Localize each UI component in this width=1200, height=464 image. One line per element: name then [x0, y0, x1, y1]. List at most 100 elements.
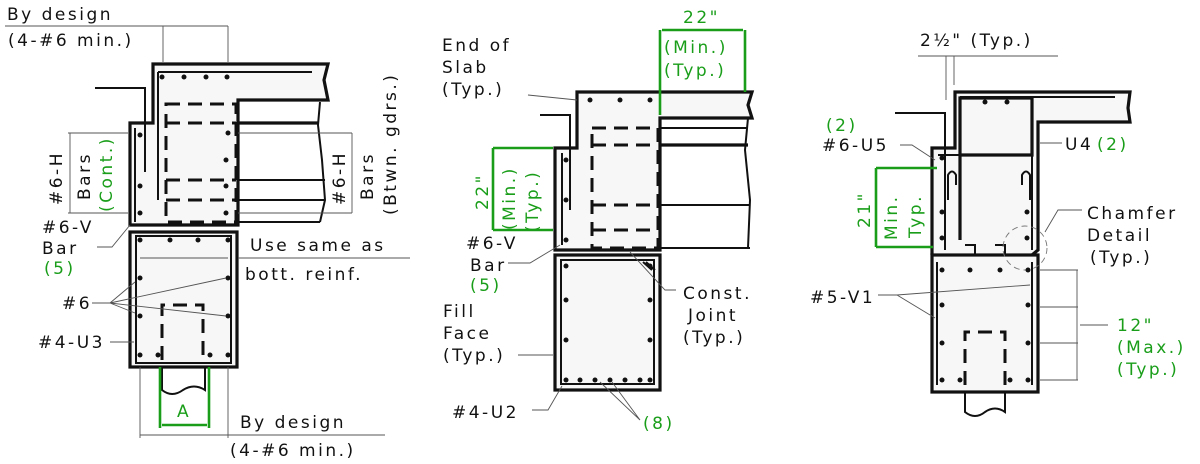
fill-face-label-3: (Typ.)	[443, 346, 505, 366]
bottom-dim-label: By design	[240, 413, 346, 433]
chamfer-label-3: (Typ.)	[1090, 248, 1152, 268]
dashed-girder-lines	[166, 121, 236, 202]
v1-bars	[936, 262, 1033, 385]
left-bars-dimension	[68, 132, 128, 214]
u2-stirrup	[560, 259, 655, 385]
dashed-girder-outline	[164, 102, 238, 224]
chamfer-label-2: Detail	[1087, 226, 1152, 246]
chamfer-label: Chamfer	[1087, 204, 1178, 224]
21in-min: Min.	[882, 194, 902, 240]
column-concrete	[130, 232, 237, 367]
right-bars-label: #6-H	[330, 151, 350, 205]
left-22in-dimension	[491, 146, 553, 232]
column-concrete	[555, 255, 660, 390]
spacing-dimension	[1040, 269, 1108, 381]
slab-end-label-2: Slab	[442, 58, 489, 78]
bottom-dimension	[139, 367, 385, 438]
top-dim-value: 22"	[683, 8, 720, 28]
slab-edge	[540, 114, 571, 210]
dashed-pile-outline	[160, 303, 205, 360]
u4-label: U4	[1065, 135, 1093, 155]
joint-label: Const.	[683, 284, 752, 304]
dim-a-label: A	[177, 402, 191, 422]
u2-label: #4-U2	[452, 403, 519, 423]
fill-face-label-2: Face	[443, 324, 491, 344]
v-bar-count: (5)	[470, 276, 502, 296]
left-dim-min: (Min.)	[500, 166, 520, 230]
pile	[161, 367, 206, 395]
left-bars-cont: (Cont.)	[97, 136, 117, 212]
u5-leader	[900, 144, 936, 161]
v-bar-leader	[97, 224, 131, 248]
chamfer-detail-circle	[1002, 225, 1048, 271]
bars-6-leader	[92, 277, 227, 317]
girder-break-line	[316, 101, 327, 223]
fill-face-label: Fill	[443, 302, 476, 322]
v-bar-label: #6-V	[466, 234, 518, 254]
u4-count: (2)	[1097, 135, 1129, 155]
top-dimension	[918, 55, 1058, 100]
bottom-dim-note: (4-#6 min.)	[230, 441, 356, 461]
column-concrete	[932, 255, 1038, 392]
bars-6-label: #6	[62, 294, 92, 314]
top-dim-min: (Min.)	[664, 38, 728, 58]
21in-typ: Typ.	[906, 194, 926, 239]
joint-label-2: Joint	[687, 306, 738, 326]
top-dimension	[5, 25, 229, 62]
v-bar-label-2: Bar	[42, 239, 79, 259]
right-bars-dimension	[238, 132, 353, 214]
21in-dimension	[874, 166, 937, 249]
dashed-girder-outline	[590, 126, 660, 250]
detail-1: By design (4-#6 min.) #6-H Bars (Cont.) …	[5, 5, 410, 461]
left-bars-label: #6-H	[47, 151, 67, 205]
slab-end-label-3: (Typ.)	[442, 80, 504, 100]
cap-concrete	[555, 92, 752, 250]
top-dim-label: By design	[7, 5, 113, 25]
shear-key	[965, 244, 1006, 255]
right-bars-between-girders: (Btwn. gdrs.)	[381, 73, 401, 215]
top-dim-note: (4-#6 min.)	[8, 31, 134, 51]
top-dim-typ: (Typ.)	[664, 61, 726, 81]
spacing-typ: (Typ.)	[1117, 360, 1179, 380]
u5-label: #6-U5	[822, 136, 889, 156]
chamfer-leader	[1044, 209, 1082, 233]
cap-outline	[128, 62, 331, 227]
left-dim-value: 22"	[473, 173, 493, 210]
v-bar-label: #6-V	[42, 218, 94, 238]
rebar-dots	[137, 74, 231, 358]
column-outline	[553, 253, 662, 392]
spacing-max: (Max.)	[1117, 338, 1186, 358]
column-outline	[930, 253, 1040, 394]
dashed-girder-lines	[592, 143, 658, 232]
v-bar-label-2: Bar	[470, 256, 507, 276]
u5-hooks	[947, 170, 1031, 200]
slab-end-label: End of	[442, 36, 511, 56]
girder-break-line	[743, 117, 752, 249]
v-bar-leader	[508, 244, 561, 264]
column-outline	[128, 230, 239, 369]
girder-lines	[660, 127, 750, 249]
u3-stirrup	[135, 235, 232, 364]
cap-reinforcement	[938, 96, 1115, 250]
dimension-a	[158, 367, 211, 428]
v1-label: #5-V1	[810, 288, 875, 308]
rebar-dots	[939, 99, 1031, 383]
spacing-value: 12"	[1117, 316, 1154, 336]
21in-value: 21"	[855, 191, 875, 228]
note-line-1: Use same as	[250, 236, 386, 256]
girder-lines	[238, 179, 325, 223]
u2-leader	[532, 385, 563, 411]
top-22in-dimension	[658, 28, 747, 115]
left-bars-label-2: Bars	[75, 152, 95, 200]
v1-leader	[878, 284, 1031, 319]
pile	[964, 392, 1006, 417]
slab-end-leader	[527, 94, 578, 101]
cap-outline	[930, 90, 1132, 257]
detail-3: 2½" (Typ.) (2) #6-U5 U4 (2) 21" Min. Typ…	[810, 31, 1186, 417]
right-bars-label-2: Bars	[358, 152, 378, 200]
note-line-2: bott. reinf.	[245, 265, 363, 285]
v-bar-count: (5)	[44, 259, 76, 279]
detail-2: End of Slab (Typ.) 22" (Min.) (Typ.) 22"…	[442, 8, 755, 434]
bar-count-leader	[599, 381, 641, 421]
